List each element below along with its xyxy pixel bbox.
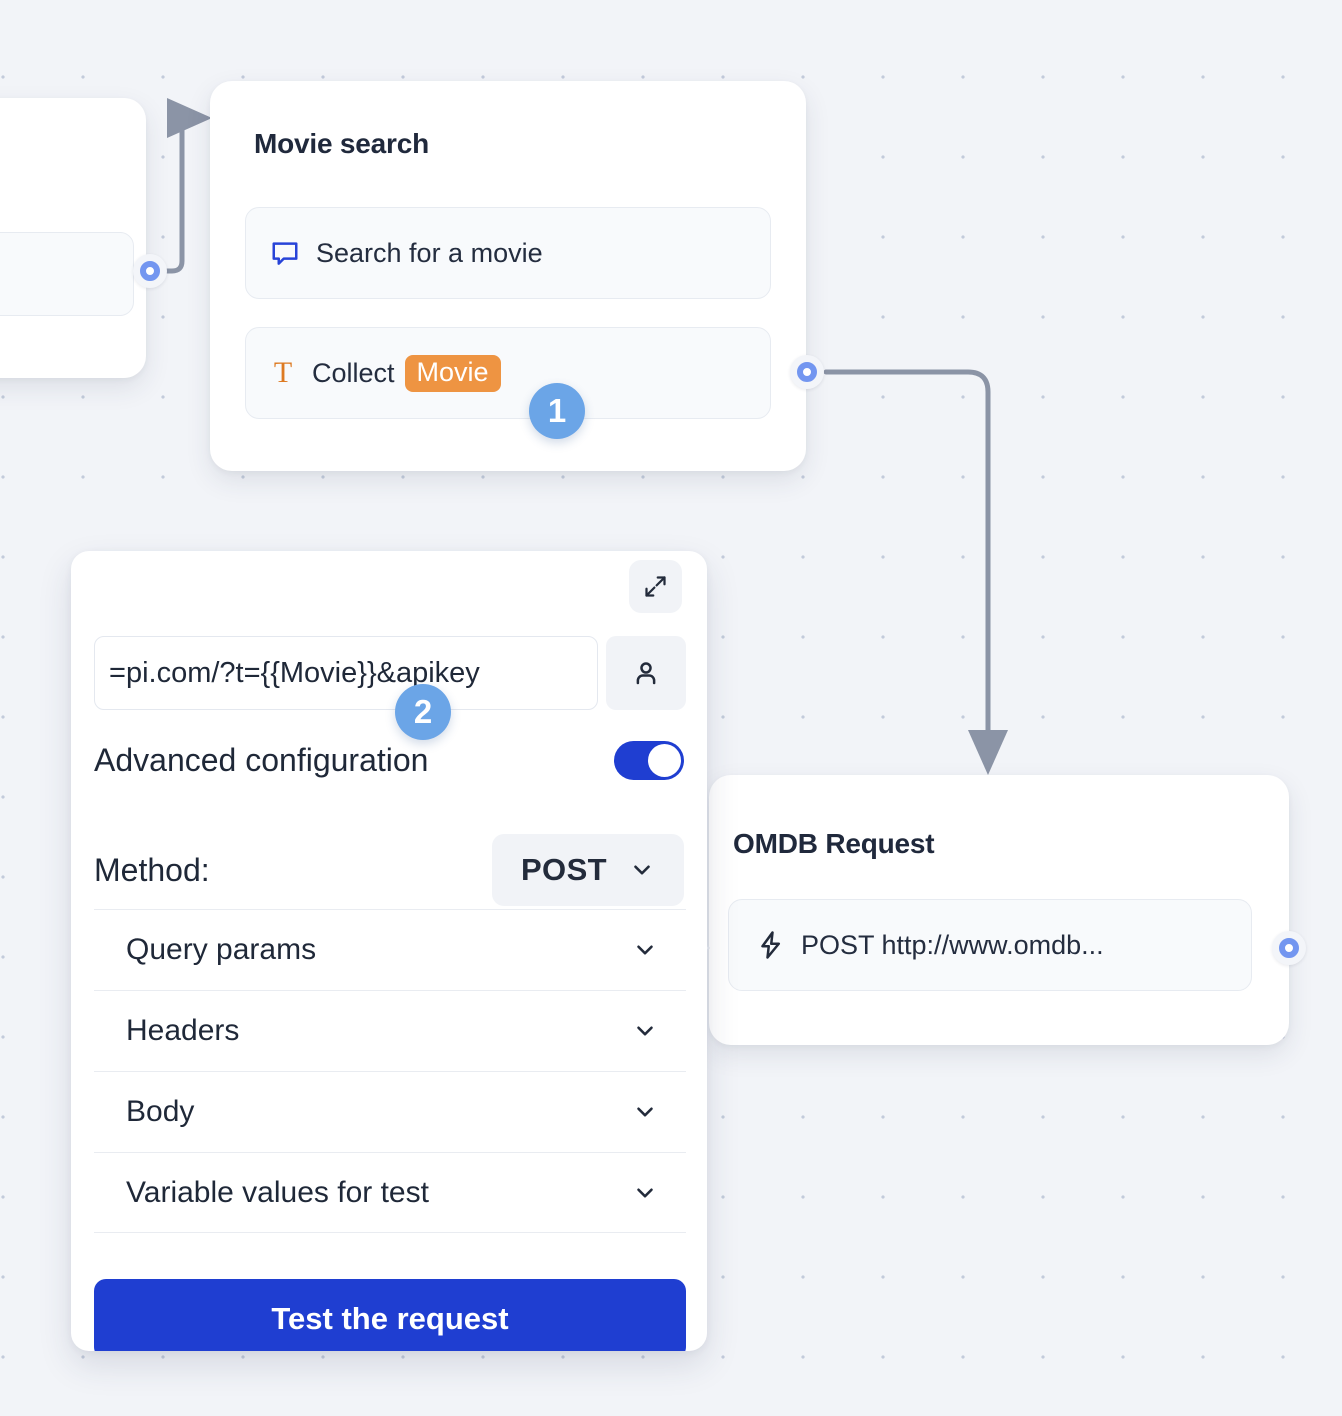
section-label: Body xyxy=(126,1095,195,1128)
test-the-request-button[interactable]: Test the request xyxy=(94,1279,686,1351)
method-row: Method: POST xyxy=(94,834,684,906)
omdb-request-title: OMDB Request xyxy=(733,828,935,859)
movie-search-row-search[interactable]: Search for a movie xyxy=(245,207,771,299)
section-label: Variable values for test xyxy=(126,1175,429,1209)
url-row[interactable] xyxy=(94,636,686,710)
output-handle-omdb-request[interactable] xyxy=(1272,931,1306,965)
expand-panel-button[interactable] xyxy=(629,560,682,613)
partial-node-left[interactable] xyxy=(0,98,146,378)
person-icon xyxy=(631,658,661,688)
step-badge-2: 2 xyxy=(395,684,451,740)
output-handle-movie-search[interactable] xyxy=(790,355,824,389)
movie-search-node[interactable]: Movie search Search for a movie T Collec… xyxy=(210,81,806,471)
output-handle-left-node[interactable] xyxy=(133,254,167,288)
omdb-request-node[interactable]: OMDB Request POST http://www.omdb... xyxy=(695,775,1289,1045)
partial-node-row[interactable] xyxy=(0,232,134,316)
movie-collect-label-group: Collect Movie xyxy=(312,354,501,392)
url-input[interactable] xyxy=(94,636,598,710)
chevron-down-icon[interactable] xyxy=(632,1018,680,1044)
section-query-params[interactable]: Query params xyxy=(94,909,686,990)
movie-search-row-collect[interactable]: T Collect Movie xyxy=(245,327,771,419)
omdb-request-row[interactable]: POST http://www.omdb... xyxy=(728,899,1252,991)
expand-diagonal-icon xyxy=(642,573,669,600)
chevron-down-icon[interactable] xyxy=(632,1180,680,1206)
section-label: Headers xyxy=(126,1014,240,1047)
chevron-down-icon xyxy=(629,857,655,883)
text-field-icon: T xyxy=(273,356,293,389)
auth-user-button[interactable] xyxy=(606,636,686,710)
omdb-request-row-label: POST http://www.omdb... xyxy=(801,929,1104,960)
method-label: Method: xyxy=(94,851,210,888)
method-select[interactable]: POST xyxy=(492,834,684,906)
request-sections: Query params Headers Body xyxy=(94,909,686,1233)
variable-chip-movie[interactable]: Movie xyxy=(404,354,501,392)
step-badge-1: 1 xyxy=(529,383,585,439)
chevron-down-icon[interactable] xyxy=(632,1099,680,1125)
request-config-panel[interactable]: Advanced configuration Method: POST Quer… xyxy=(71,551,707,1351)
method-selected-value: POST xyxy=(520,852,607,887)
movie-search-row-label: Search for a movie xyxy=(316,237,543,268)
section-label: Query params xyxy=(126,933,317,966)
advanced-configuration-toggle[interactable] xyxy=(614,741,684,780)
advanced-configuration-row[interactable]: Advanced configuration xyxy=(94,741,684,780)
advanced-configuration-label: Advanced configuration xyxy=(94,742,429,778)
toggle-knob xyxy=(648,744,681,777)
section-body[interactable]: Body xyxy=(94,1071,686,1152)
section-variable-values-for-test[interactable]: Variable values for test xyxy=(94,1152,686,1233)
movie-collect-label: Collect xyxy=(312,357,395,388)
chevron-down-icon[interactable] xyxy=(632,937,680,963)
movie-search-title: Movie search xyxy=(254,128,430,159)
speech-bubble-icon xyxy=(270,238,300,268)
section-headers[interactable]: Headers xyxy=(94,990,686,1071)
lightning-bolt-icon xyxy=(755,930,785,960)
